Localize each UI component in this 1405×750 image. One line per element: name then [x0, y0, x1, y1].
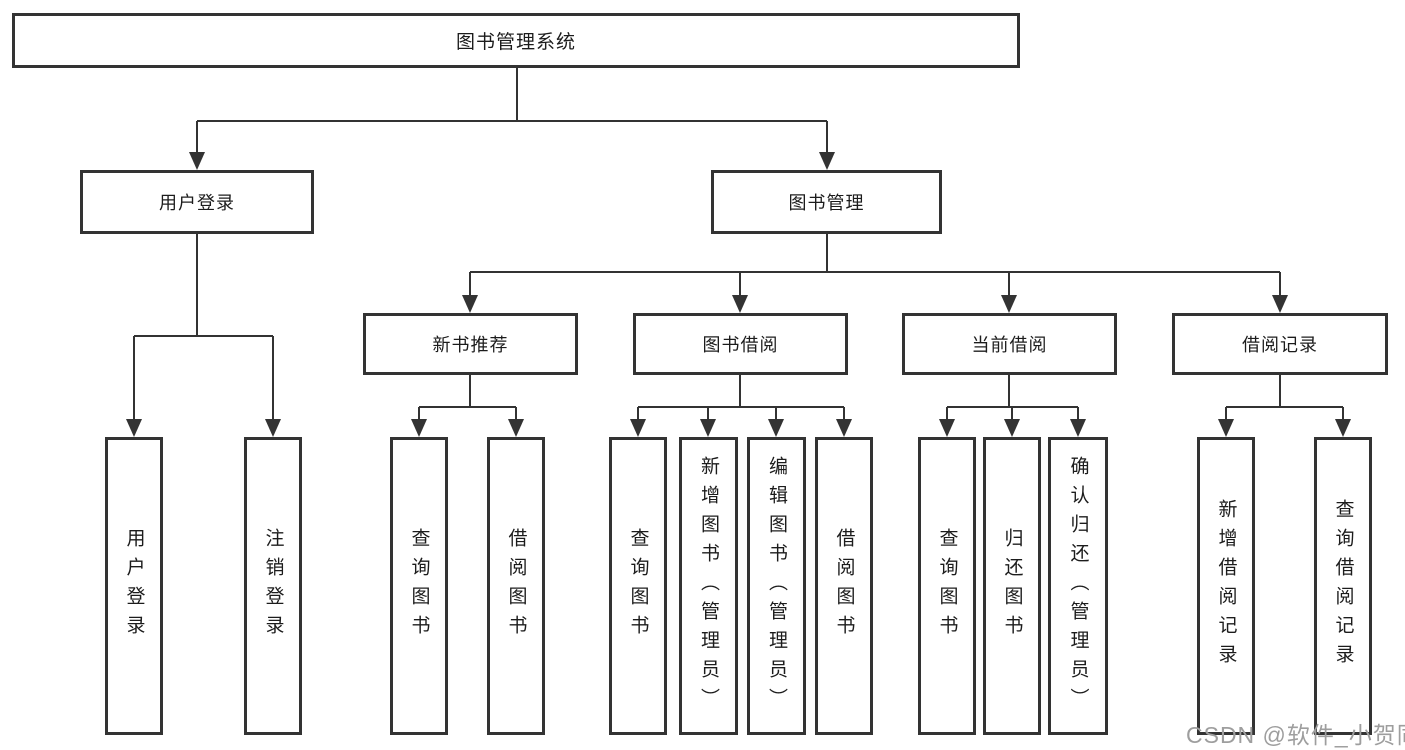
leaf-logout-login: 注销登录: [244, 437, 302, 735]
arrowhead: [126, 419, 142, 437]
leaf-borrow-books: 借阅图书: [815, 437, 873, 735]
arrowhead: [630, 419, 646, 437]
leaf-label: 用户登录: [123, 528, 145, 644]
arrowhead: [1004, 419, 1020, 437]
arrowhead: [189, 152, 205, 170]
arrowhead: [1070, 419, 1086, 437]
arrowhead: [508, 419, 524, 437]
leaf-label: 查询借阅记录: [1332, 499, 1354, 673]
arrowhead: [819, 152, 835, 170]
arrowhead: [411, 419, 427, 437]
arrowhead: [462, 295, 478, 313]
arrowhead: [1335, 419, 1351, 437]
arrowhead: [836, 419, 852, 437]
leaf-query-borrow-record: 查询借阅记录: [1314, 437, 1372, 735]
leaf-query-books-borrow: 查询图书: [609, 437, 667, 735]
node-new-book-recommend: 新书推荐: [363, 313, 578, 375]
node-root: 图书管理系统: [12, 13, 1020, 68]
edge-book-management-to-level3: [462, 234, 1288, 313]
arrowhead: [732, 295, 748, 313]
leaf-add-books-admin: 新增图书（管理员）: [679, 437, 738, 735]
edge-root-to-level2: [189, 68, 835, 170]
leaf-label: 查询图书: [627, 528, 649, 644]
leaf-label: 借阅图书: [505, 528, 527, 644]
node-user-login: 用户登录: [80, 170, 314, 234]
leaf-label: 借阅图书: [833, 528, 855, 644]
leaf-query-books-current: 查询图书: [918, 437, 976, 735]
edge-user-login-to-leaves: [126, 234, 281, 437]
leaf-label: 归还图书: [1001, 528, 1023, 644]
edge-book-borrow-to-leaves: [630, 375, 852, 437]
leaf-borrow-books-recommend: 借阅图书: [487, 437, 545, 735]
arrowhead: [939, 419, 955, 437]
node-current-borrow: 当前借阅: [902, 313, 1117, 375]
arrowhead: [1272, 295, 1288, 313]
leaf-edit-books-admin: 编辑图书（管理员）: [747, 437, 806, 735]
leaf-label: 查询图书: [408, 528, 430, 644]
csdn-watermark: CSDN @软件_小贺同学: [1186, 722, 1405, 748]
edge-borrow-records-to-leaves: [1218, 375, 1351, 437]
leaf-label: 确认归还（管理员）: [1067, 455, 1089, 717]
leaf-label: 编辑图书（管理员）: [766, 455, 787, 717]
leaf-label: 新增图书（管理员）: [698, 455, 719, 717]
leaf-user-login: 用户登录: [105, 437, 163, 735]
node-borrow-records: 借阅记录: [1172, 313, 1388, 375]
arrowhead: [265, 419, 281, 437]
leaf-label: 注销登录: [262, 528, 284, 644]
leaf-label: 新增借阅记录: [1215, 499, 1237, 673]
arrowhead: [768, 419, 784, 437]
leaf-query-books-recommend: 查询图书: [390, 437, 448, 735]
arrowhead: [700, 419, 716, 437]
arrowhead: [1001, 295, 1017, 313]
leaf-return-books: 归还图书: [983, 437, 1041, 735]
leaf-label: 查询图书: [936, 528, 958, 644]
edge-new-book-recommend-to-leaves: [411, 375, 524, 437]
leaf-confirm-return-admin: 确认归还（管理员）: [1048, 437, 1108, 735]
node-book-management: 图书管理: [711, 170, 942, 234]
node-book-borrow: 图书借阅: [633, 313, 848, 375]
arrowhead: [1218, 419, 1234, 437]
leaf-add-borrow-record: 新增借阅记录: [1197, 437, 1255, 735]
edge-current-borrow-to-leaves: [939, 375, 1086, 437]
